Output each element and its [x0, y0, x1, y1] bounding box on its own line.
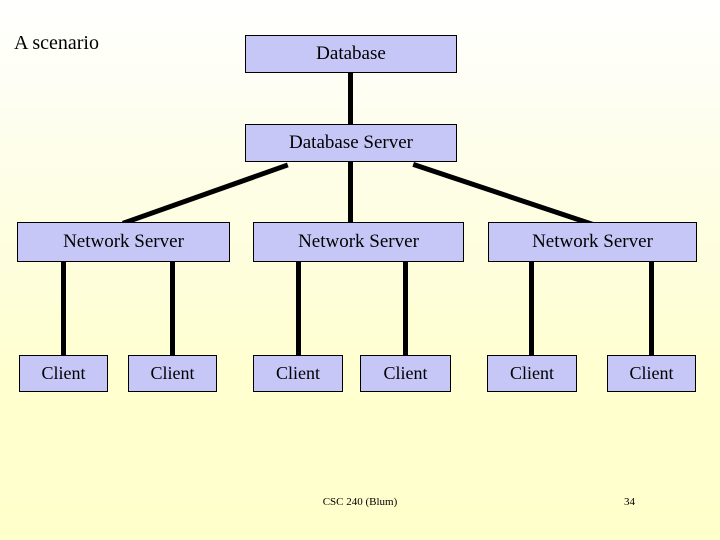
connector-database-server-to-network-server-3 [412, 162, 597, 228]
node-label: Network Server [532, 231, 653, 252]
node-label: Client [629, 363, 674, 383]
node-network-server-3[interactable]: Network Server [488, 222, 697, 262]
footer-course-label: CSC 240 (Blum) [322, 496, 398, 508]
node-label: Database Server [289, 132, 413, 153]
node-label: Client [150, 363, 195, 383]
connector-database-to-database-server [348, 73, 353, 124]
node-network-server-1[interactable]: Network Server [17, 222, 230, 262]
footer-page-number: 34 [624, 496, 635, 508]
node-label: Database [316, 43, 386, 64]
node-label: Network Server [298, 231, 419, 252]
node-client-6[interactable]: Client [607, 355, 696, 392]
node-label: Client [276, 363, 320, 383]
connector-network-server-2-to-client-3 [296, 262, 301, 355]
connector-network-server-2-to-client-4 [403, 262, 408, 355]
node-client-1[interactable]: Client [19, 355, 108, 392]
node-client-2[interactable]: Client [128, 355, 217, 392]
node-database-server[interactable]: Database Server [245, 124, 457, 162]
connector-network-server-3-to-client-6 [649, 262, 654, 355]
node-database[interactable]: Database [245, 35, 457, 73]
node-label: Client [510, 363, 554, 383]
node-label: Client [383, 363, 428, 383]
node-label: Client [41, 363, 86, 383]
node-network-server-2[interactable]: Network Server [253, 222, 464, 262]
page-title: A scenario [14, 32, 99, 54]
node-client-4[interactable]: Client [360, 355, 451, 392]
connector-network-server-1-to-client-2 [170, 262, 175, 355]
node-label: Network Server [63, 231, 184, 252]
connector-database-server-to-network-server-1 [122, 162, 289, 226]
connector-network-server-1-to-client-1 [61, 262, 66, 355]
connector-network-server-3-to-client-5 [529, 262, 534, 355]
node-client-3[interactable]: Client [253, 355, 343, 392]
connector-database-server-to-network-server-2 [348, 162, 353, 222]
node-client-5[interactable]: Client [487, 355, 577, 392]
